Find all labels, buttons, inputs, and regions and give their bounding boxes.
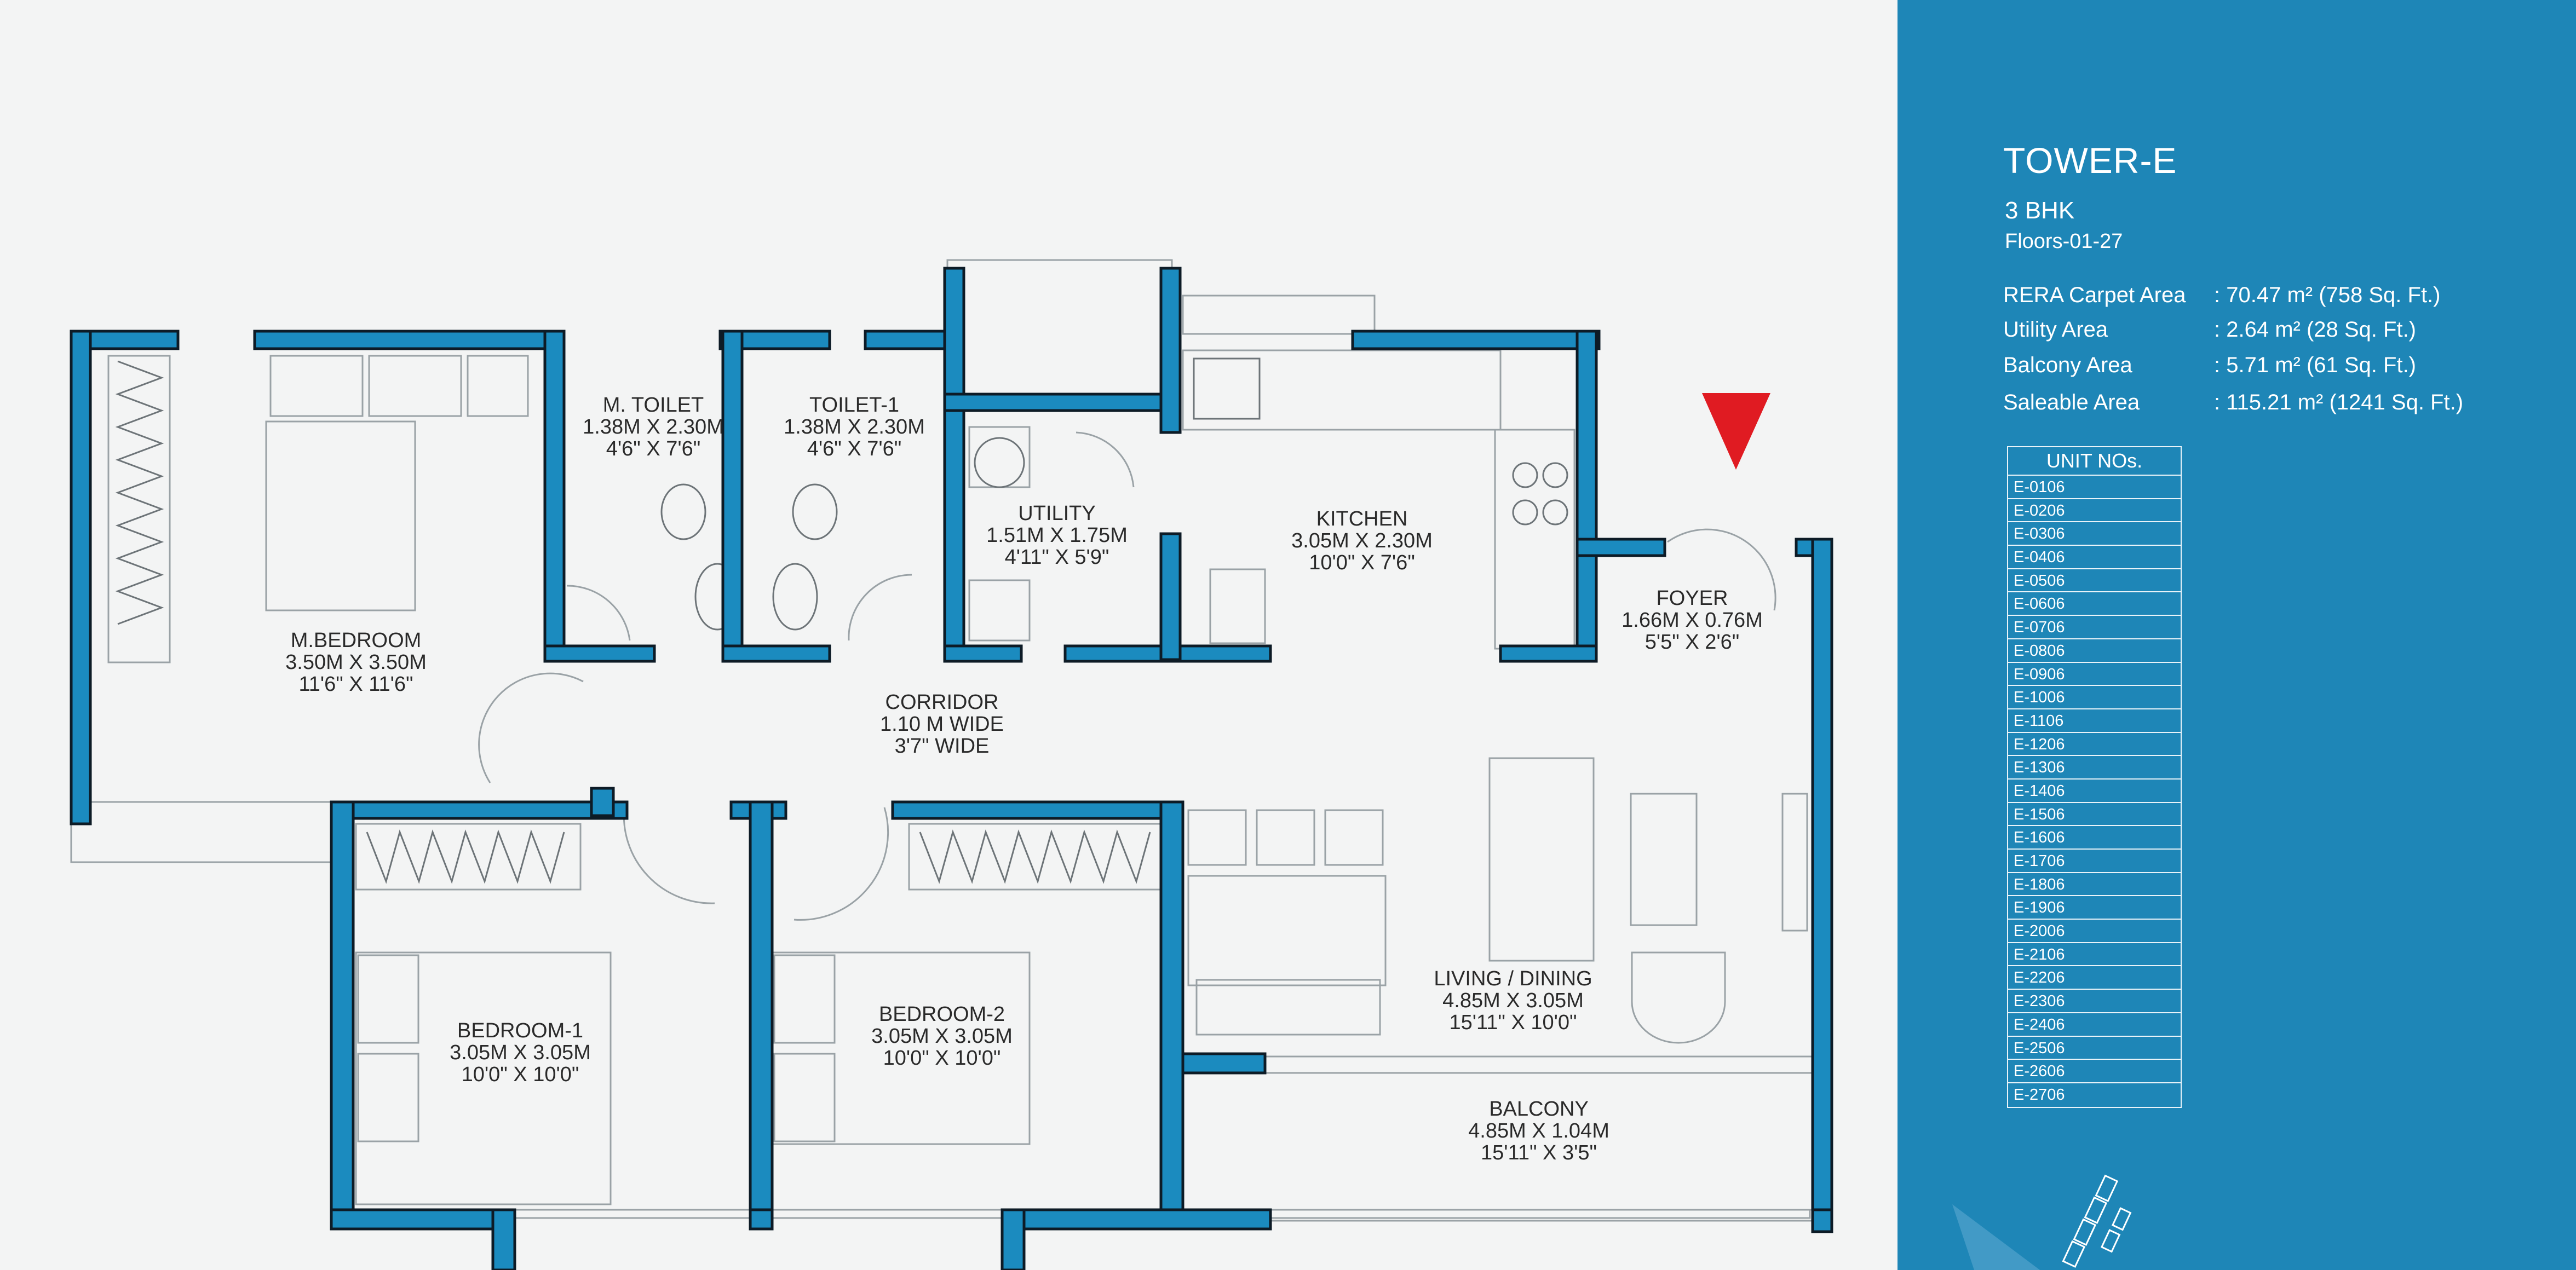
room-dim-m: 1.51M X 1.75M <box>986 524 1128 547</box>
room-balcony: BALCONY 4.85M X 1.04M 15'11" X 3'5" <box>1468 1098 1609 1164</box>
room-bedroom-2: BEDROOM-2 3.05M X 3.05M 10'0" X 10'0" <box>871 1003 1013 1069</box>
area-value: : 2.64 m² (28 Sq. Ft.) <box>2214 318 2417 342</box>
room-name: M. TOILET <box>602 394 704 417</box>
room-kitchen: KITCHEN 3.05M X 2.30M 10'0" X 7'6" <box>1291 508 1433 574</box>
unit-number-cell: E-2506 <box>2008 1037 2181 1060</box>
room-dim-m: 4.85M X 3.05M <box>1442 989 1584 1012</box>
unit-number-cell: E-2606 <box>2008 1060 2181 1083</box>
room-name: CORRIDOR <box>885 691 999 714</box>
key-plan-icon <box>1952 1174 2132 1270</box>
unit-number-cell: E-0606 <box>2008 592 2181 616</box>
room-toilet-1: TOILET-1 1.38M X 2.30M 4'6" X 7'6" <box>784 394 925 460</box>
unit-number-cell: E-0506 <box>2008 569 2181 593</box>
room-dim-ft: 4'6" X 7'6" <box>606 437 701 460</box>
unit-number-cell: E-1906 <box>2008 896 2181 920</box>
room-dim-ft: 3'7" WIDE <box>894 735 990 758</box>
area-row-saleable: Saleable Area : 115.21 m² (1241 Sq. Ft.) <box>2003 390 2463 415</box>
area-label: Balcony Area <box>2003 353 2132 377</box>
room-name: LIVING / DINING <box>1434 967 1592 990</box>
room-dim-ft: 10'0" X 10'0" <box>883 1047 1001 1070</box>
room-utility: UTILITY 1.51M X 1.75M 4'11" X 5'9" <box>986 503 1128 568</box>
unit-number-cell: E-1606 <box>2008 826 2181 850</box>
room-corridor: CORRIDOR 1.10 M WIDE 3'7" WIDE <box>880 691 1004 757</box>
unit-number-cell: E-1306 <box>2008 756 2181 780</box>
unit-number-cell: E-1506 <box>2008 803 2181 827</box>
floor-plan: M.BEDROOM 3.50M X 3.50M 11'6" X 11'6" M.… <box>70 259 1833 1270</box>
unit-number-cell: E-1706 <box>2008 850 2181 873</box>
tower-title: TOWER-E <box>2003 140 2177 181</box>
room-dim-ft: 5'5" X 2'6" <box>1645 631 1740 654</box>
room-dim-m: 4.85M X 1.04M <box>1468 1119 1609 1142</box>
area-label: Utility Area <box>2003 318 2108 342</box>
unit-number-cell: E-0206 <box>2008 499 2181 523</box>
area-row-balcony: Balcony Area : 5.71 m² (61 Sq. Ft.) <box>2003 353 2416 378</box>
room-dim-ft: 4'11" X 5'9" <box>1004 546 1109 569</box>
room-dim-m: 3.05M X 3.05M <box>450 1041 591 1064</box>
walls <box>70 267 1833 1270</box>
room-name: FOYER <box>1656 587 1728 610</box>
room-name: BEDROOM-2 <box>878 1003 1005 1026</box>
room-name: UTILITY <box>1018 502 1096 525</box>
unit-type: 3 BHK <box>2005 197 2075 224</box>
unit-number-cell: E-0706 <box>2008 616 2181 639</box>
floors-range: Floors-01-27 <box>2005 230 2123 253</box>
room-m-bedroom: M.BEDROOM 3.50M X 3.50M 11'6" X 11'6" <box>285 630 427 695</box>
unit-number-cell: E-2706 <box>2014 1086 2065 1104</box>
unit-number-cell: E-0906 <box>2008 663 2181 686</box>
room-dim-ft: 10'0" X 10'0" <box>461 1063 579 1086</box>
room-living-dining: LIVING / DINING 4.85M X 3.05M 15'11" X 1… <box>1434 968 1592 1034</box>
room-name: M.BEDROOM <box>290 629 422 652</box>
room-dim-ft: 11'6" X 11'6" <box>298 673 413 696</box>
unit-number-cell: E-0806 <box>2008 639 2181 663</box>
unit-number-cell: E-0306 <box>2008 522 2181 546</box>
room-name: BALCONY <box>1489 1098 1589 1121</box>
unit-number-cell: E-1806 <box>2008 873 2181 897</box>
room-dim-ft: 10'0" X 7'6" <box>1309 551 1415 574</box>
unit-number-cell: E-1206 <box>2008 733 2181 757</box>
area-label: Saleable Area <box>2003 390 2140 414</box>
area-row-utility: Utility Area : 2.64 m² (28 Sq. Ft.) <box>2003 318 2416 342</box>
unit-number-cell: E-2006 <box>2008 920 2181 943</box>
north-arrow-icon <box>1702 393 1770 470</box>
info-panel: TOWER-E 3 BHK Floors-01-27 RERA Carpet A… <box>1898 0 2576 1270</box>
unit-number-cell: E-2106 <box>2008 943 2181 967</box>
unit-number-cell: E-0106 <box>2008 476 2181 499</box>
room-dim-ft: 15'11" X 3'5" <box>1481 1141 1597 1164</box>
room-dim-ft: 4'6" X 7'6" <box>807 437 902 460</box>
room-dim-m: 1.38M X 2.30M <box>784 415 925 438</box>
room-dim-m: 1.38M X 2.30M <box>583 415 724 438</box>
room-name: BEDROOM-1 <box>457 1019 584 1042</box>
unit-number-cell: E-2406 <box>2008 1013 2181 1037</box>
room-dim-ft: 15'11" X 10'0" <box>1449 1011 1577 1034</box>
unit-number-cell: E-1106 <box>2008 709 2181 733</box>
unit-table-header: UNIT NOs. <box>2008 447 2181 476</box>
room-dim-m: 1.10 M WIDE <box>880 713 1004 736</box>
unit-number-cell: E-2206 <box>2008 966 2181 990</box>
unit-number-cell: E-1406 <box>2008 780 2181 803</box>
room-dim-m: 3.05M X 2.30M <box>1291 529 1433 552</box>
area-value: : 70.47 m² (758 Sq. Ft.) <box>2214 283 2441 307</box>
room-foyer: FOYER 1.66M X 0.76M 5'5" X 2'6" <box>1622 587 1763 653</box>
room-name: TOILET-1 <box>809 394 900 417</box>
area-label: RERA Carpet Area <box>2003 283 2186 307</box>
unit-number-cell: E-1006 <box>2008 686 2181 709</box>
room-name: KITCHEN <box>1316 507 1408 530</box>
room-bedroom-1: BEDROOM-1 3.05M X 3.05M 10'0" X 10'0" <box>450 1020 591 1086</box>
room-dim-m: 3.50M X 3.50M <box>285 651 427 674</box>
room-m-toilet: M. TOILET 1.38M X 2.30M 4'6" X 7'6" <box>583 394 724 460</box>
unit-number-cell: E-0406 <box>2008 546 2181 569</box>
room-dim-m: 3.05M X 3.05M <box>871 1025 1013 1048</box>
unit-number-cell: E-2306 <box>2008 990 2181 1013</box>
floor-plan-drawing <box>70 259 1833 1270</box>
area-value: : 5.71 m² (61 Sq. Ft.) <box>2214 353 2417 377</box>
area-value: : 115.21 m² (1241 Sq. Ft.) <box>2214 390 2464 414</box>
room-dim-m: 1.66M X 0.76M <box>1622 609 1763 632</box>
area-row-rera: RERA Carpet Area : 70.47 m² (758 Sq. Ft.) <box>2003 283 2441 308</box>
